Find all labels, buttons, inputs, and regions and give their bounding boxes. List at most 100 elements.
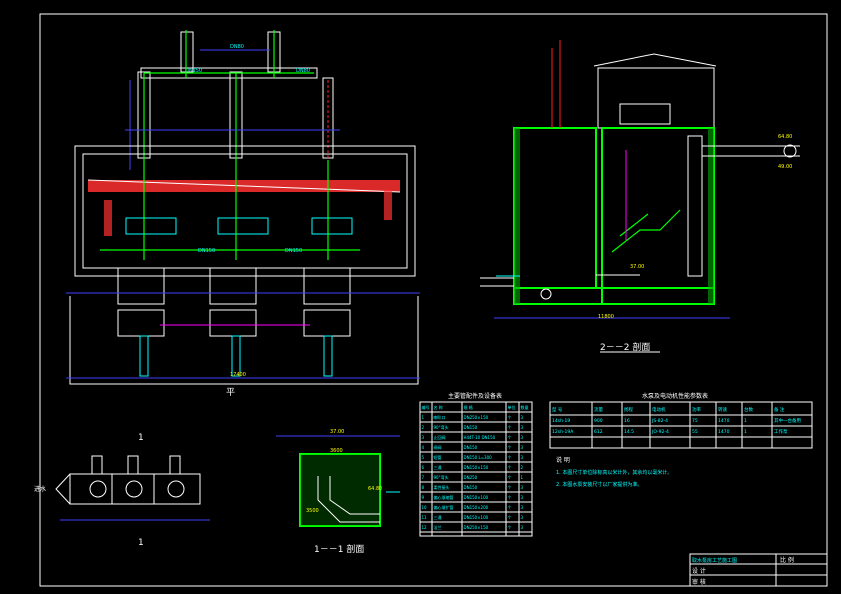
equipment-cell: 8 <box>422 485 425 490</box>
pump-header-cell: 流量 <box>594 406 603 413</box>
equipment-cell: 2 <box>422 425 425 430</box>
equipment-header-cell: 规 格 <box>464 404 473 410</box>
equipment-cell: 1 <box>422 415 425 420</box>
pump-header-cell: 转速 <box>718 406 727 413</box>
equipment-cell: 短管 <box>434 454 442 460</box>
equipment-cell: 3 <box>521 525 524 530</box>
equipment-cell: 6 <box>422 465 425 470</box>
equipment-cell: 闸阀 <box>434 444 442 450</box>
equipment-cell: 9 <box>422 495 425 500</box>
equipment-cell: 3 <box>521 515 524 520</box>
pump-cell: 其中一台备用 <box>774 417 801 424</box>
section2-level-3: 49.00 <box>778 164 792 170</box>
equipment-cell: 10 <box>422 505 428 510</box>
title-scale-label: 比 例 <box>780 556 794 564</box>
title-project: 取水泵房工艺施工图 <box>692 557 737 564</box>
equipment-cell: 11 <box>422 515 428 520</box>
pump-cell: 14sh-19 <box>552 418 570 424</box>
pump-header-cell: 电动机 <box>652 406 666 413</box>
equipment-cell: 7 <box>422 475 425 480</box>
equipment-cell: 三通 <box>434 464 442 470</box>
pump-cell: JO-92-4 <box>651 429 669 435</box>
pump-header-cell: 扬程 <box>624 406 633 413</box>
plan-pipe-label-2: DN150 <box>285 248 302 254</box>
pump-cell: 75 <box>692 418 698 424</box>
equipment-cell: 个 <box>508 435 512 440</box>
section1-title: 1－－1 剖面 <box>314 543 364 555</box>
section1-dim-bottom: 3500 <box>306 508 319 514</box>
equipment-cell: 3 <box>422 435 425 440</box>
equipment-cell: 2 <box>521 465 524 470</box>
equipment-cell: 个 <box>508 415 512 420</box>
equipment-header-cell: 数量 <box>521 404 529 410</box>
equipment-cell: DN250×150 <box>464 525 489 530</box>
equipment-header-cell: 编号 <box>422 404 430 410</box>
svg-text:1: 1 <box>138 538 144 548</box>
pump-cell: 16 <box>624 418 630 424</box>
notes-title: 说 明 <box>556 456 570 464</box>
equipment-cell: 90°弯头 <box>434 424 449 430</box>
equipment-cell: 喇叭口 <box>434 414 446 420</box>
equipment-cell: 偏心渐缩管 <box>434 494 454 500</box>
equipment-cell: 12 <box>422 525 428 530</box>
equipment-cell: 个 <box>508 515 512 520</box>
section1-level: 64.80 <box>368 486 382 492</box>
equipment-cell: 1 <box>521 475 524 480</box>
title-check-label: 审 核 <box>692 578 706 586</box>
equipment-cell: 法兰 <box>434 524 442 530</box>
pump-cell: 14.5 <box>624 429 634 435</box>
pump-cell: JS-82-4 <box>651 418 668 424</box>
small-plan: 进水 1 1 <box>34 433 210 548</box>
plan-pipe-label-3: DN150 <box>185 68 202 74</box>
equipment-cell: 5 <box>422 455 425 460</box>
equipment-header-cell: 单位 <box>508 404 516 410</box>
equipment-cell: 3 <box>521 445 524 450</box>
plan-pipe-label-4: DN80 <box>296 68 310 74</box>
title-design-label: 设 计 <box>692 567 706 575</box>
section2-dim-width: 11800 <box>598 314 614 320</box>
section-1-1: 37.00 3600 64.80 3500 1－－1 剖面 <box>276 429 400 555</box>
equipment-cell: 个 <box>508 505 512 510</box>
pump-cell: 12sh-19A <box>552 429 574 435</box>
equipment-cell: 3 <box>521 485 524 490</box>
equipment-cell: DN150×200 <box>464 505 489 510</box>
note-2: 2. 本图水泵安装尺寸以厂家提供为准。 <box>556 481 642 488</box>
equipment-cell: 个 <box>508 445 512 450</box>
pump-cell: 1 <box>744 418 747 424</box>
note-1: 1. 本图尺寸单位除标高以米计外，其余均以毫米计。 <box>556 469 672 476</box>
equipment-cell: 柔性接头 <box>434 484 450 490</box>
equipment-cell: DN150×150 <box>464 465 489 470</box>
equipment-cell: 3 <box>521 455 524 460</box>
equipment-cell: 3 <box>521 415 524 420</box>
plan-dim-total: 17400 <box>230 372 246 378</box>
title-block: 取水泵房工艺施工图 比 例 设 计 审 核 <box>689 553 828 587</box>
equipment-cell: 3 <box>521 495 524 500</box>
equipment-cell: DN150 <box>464 425 478 430</box>
section2-level-2: 64.80 <box>778 134 792 140</box>
pump-cell: 900 <box>594 418 603 424</box>
equipment-cell: DN250 <box>464 475 478 480</box>
equipment-table-title: 主要管配件及设备表 <box>448 392 502 400</box>
svg-text:1: 1 <box>138 433 144 443</box>
section1-dim-top: 37.00 <box>330 429 344 435</box>
section2-title: 2－－2 剖面 <box>600 341 650 353</box>
svg-text:进水: 进水 <box>34 485 46 493</box>
pump-cell: 工作泵 <box>774 428 788 435</box>
drawing-frame <box>39 13 828 587</box>
pump-header-cell: 型 号 <box>552 406 563 413</box>
svg-text:平: 平 <box>226 387 235 398</box>
pump-header-cell: 备 注 <box>774 406 785 413</box>
equipment-cell: 止回阀 <box>434 434 446 440</box>
equipment-cell: DN150 <box>464 445 478 450</box>
equipment-cell: 个 <box>508 525 512 530</box>
equipment-cell: 3 <box>521 425 524 430</box>
equipment-cell: DN150×100 <box>464 515 489 520</box>
equipment-cell: 90°弯头 <box>434 474 449 480</box>
section2-level-1: 37.00 <box>630 264 644 270</box>
section1-dim-inner: 3600 <box>330 448 343 454</box>
pump-cell: 55 <box>692 429 698 435</box>
plan-pipe-label-1: DN150 <box>198 248 215 254</box>
